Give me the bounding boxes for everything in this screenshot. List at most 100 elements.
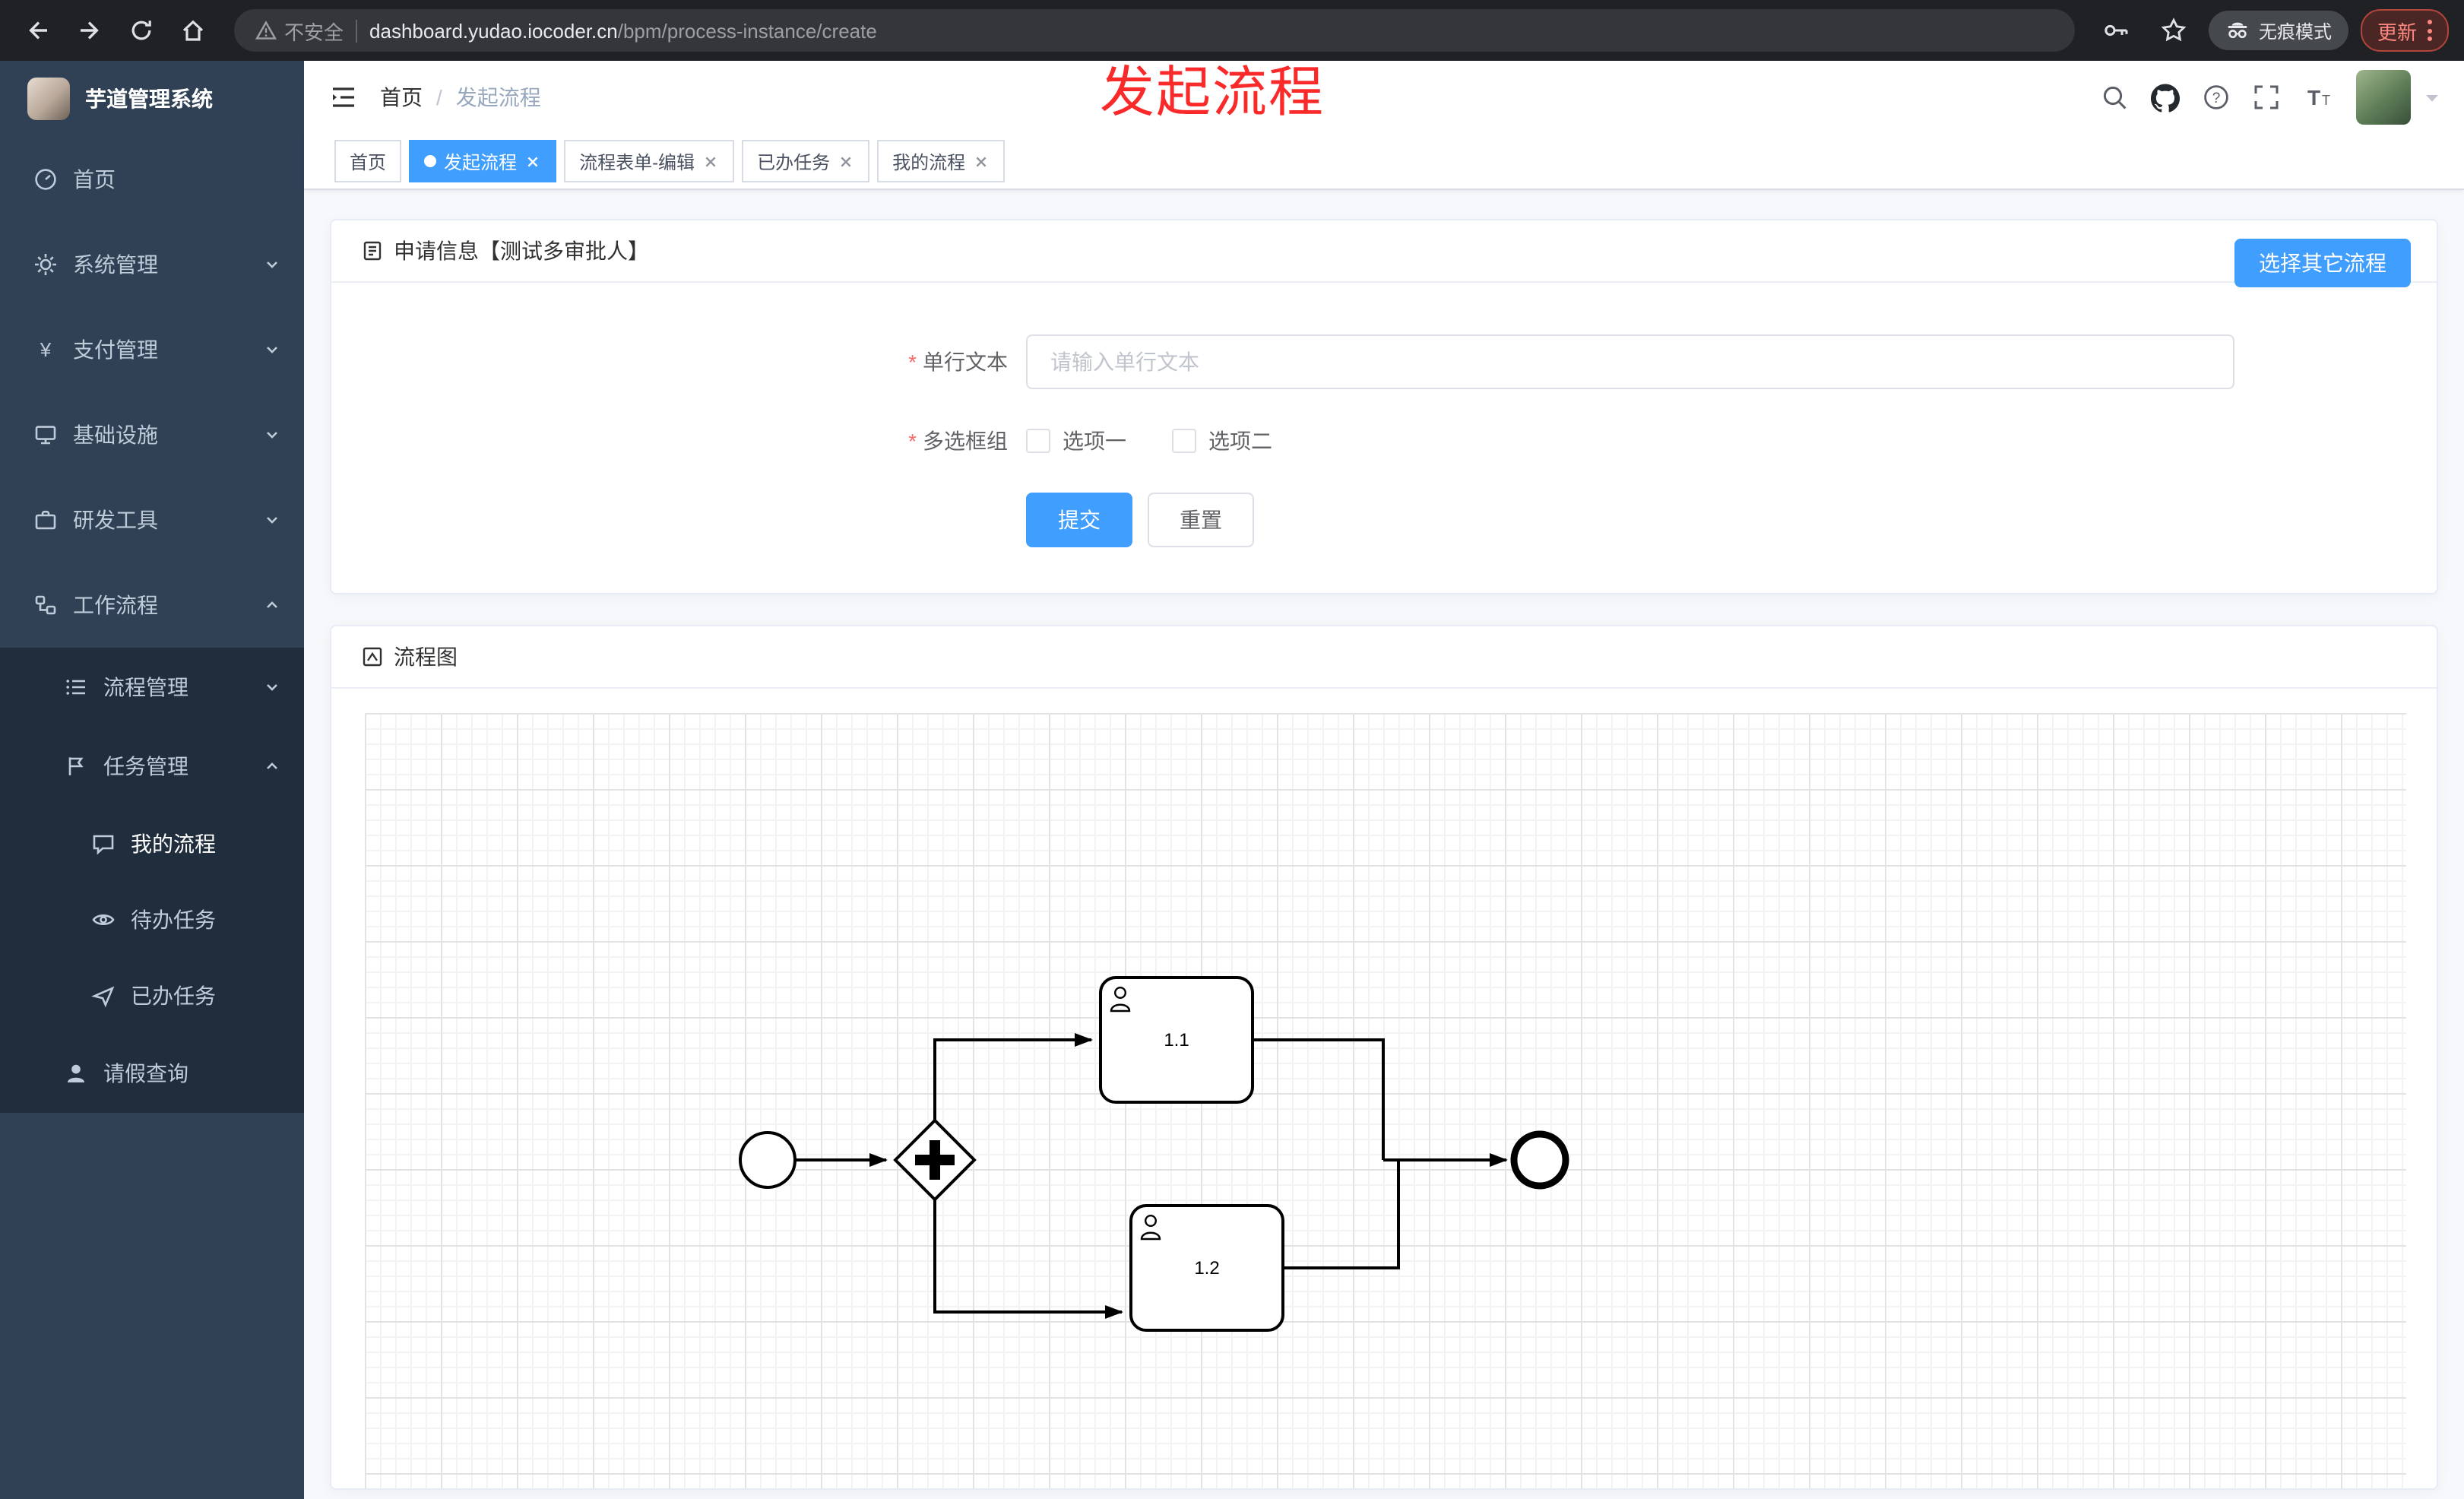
tab-close-icon[interactable] [702,153,719,170]
checkbox-option-1[interactable]: 选项一 [1026,426,1126,456]
svg-text:T: T [2322,93,2330,108]
sidebar-item-dev-tools[interactable]: 研发工具 [0,477,304,563]
security-status[interactable]: 不安全 [255,16,344,45]
sidebar-item-label: 待办任务 [131,908,216,932]
sidebar-item-payment[interactable]: ¥ 支付管理 [0,307,304,392]
sidebar-item-label: 支付管理 [73,338,158,362]
bookmark-star-icon[interactable] [2151,8,2196,53]
fullscreen-icon[interactable] [2253,84,2280,111]
sidebar-item-home[interactable]: 首页 [0,137,304,222]
tab-close-icon[interactable] [973,153,990,170]
chevron-down-icon [264,257,280,272]
update-button[interactable]: 更新 [2360,9,2449,52]
sequence-flow[interactable] [933,1200,1123,1319]
back-icon[interactable] [15,8,61,53]
sidebar-item-label: 已办任务 [131,984,216,1008]
tab-close-icon[interactable] [838,153,854,170]
avatar-caret-icon[interactable] [2424,92,2440,103]
sequence-flow[interactable] [1283,1160,1400,1269]
text-field-label: *单行文本 [908,350,1008,374]
sequence-flow[interactable] [1253,1038,1385,1160]
chevron-down-icon [264,342,280,357]
process-diagram-card: 流程图 [330,625,2438,1490]
tab-label: 首页 [350,151,387,173]
sidebar-item-label: 流程管理 [103,675,188,699]
tab-done-tasks[interactable]: 已办任务 [742,140,870,182]
chevron-down-icon [264,427,280,442]
omnibox-divider [356,19,358,42]
start-event[interactable] [739,1131,797,1189]
end-event[interactable] [1510,1130,1569,1190]
sidebar-item-todo-tasks[interactable]: 待办任务 [0,882,304,958]
sequence-flow[interactable] [933,1033,1093,1120]
github-icon[interactable] [2151,83,2180,112]
browser-menu-icon[interactable] [2428,20,2432,41]
sidebar-item-task-management[interactable]: 任务管理 [0,727,304,806]
sidebar-item-leave-query[interactable]: 请假查询 [0,1034,304,1113]
home-icon[interactable] [170,8,216,53]
tab-label: 流程表单-编辑 [579,151,695,173]
url-text: dashboard.yudao.iocoder.cn/bpm/process-i… [369,19,877,42]
chevron-up-icon [264,597,280,613]
submit-button[interactable]: 提交 [1026,493,1132,547]
sidebar-item-done-tasks[interactable]: 已办任务 [0,958,304,1034]
checkbox-group: 选项一 选项二 [1026,426,1272,456]
parallel-gateway[interactable] [893,1118,977,1202]
single-line-text-input[interactable] [1026,334,2234,389]
user-task-1-2[interactable]: 1.2 [1129,1204,1284,1332]
yen-icon: ¥ [33,338,58,362]
checkbox-option-2[interactable]: 选项二 [1172,426,1272,456]
toolbox-icon [33,508,58,532]
sidebar-item-label: 任务管理 [103,754,188,778]
top-navbar: 首页 / 发起流程 ? [304,61,2464,134]
forward-icon[interactable] [67,8,112,53]
breadcrumb-home[interactable]: 首页 [380,85,423,109]
bpmn-canvas[interactable]: 1.1 1.2 [365,713,2406,1488]
address-bar[interactable]: 不安全 dashboard.yudao.iocoder.cn/bpm/proce… [234,9,2075,52]
sidebar-item-process-management[interactable]: 流程管理 [0,648,304,727]
choose-other-process-button[interactable]: 选择其它流程 [2234,239,2411,287]
user-avatar[interactable] [2356,70,2411,125]
tab-home[interactable]: 首页 [334,140,402,182]
sidebar-item-infrastructure[interactable]: 基础设施 [0,392,304,477]
breadcrumb-current: 发起流程 [455,85,541,109]
sidebar-item-my-process[interactable]: 我的流程 [0,806,304,882]
apply-info-header: 申请信息【测试多审批人】 [331,220,2437,283]
checkbox-icon[interactable] [1172,429,1196,453]
search-icon[interactable] [2101,84,2128,111]
help-icon[interactable]: ? [2203,84,2230,111]
refresh-icon[interactable] [119,8,164,53]
security-label: 不安全 [284,21,344,43]
bpmn-svg: 1.1 1.2 [739,976,1569,1332]
sidebar-item-label: 请假查询 [103,1061,188,1085]
key-icon[interactable] [2093,8,2139,53]
sidebar-item-label: 我的流程 [131,832,216,856]
diagram-header: 流程图 [331,626,2437,689]
sidebar-item-workflow[interactable]: 工作流程 [0,563,304,648]
checkbox-icon[interactable] [1026,429,1050,453]
sidebar-item-system[interactable]: 系统管理 [0,222,304,307]
diagram-icon [362,646,383,667]
sidebar-item-label: 首页 [73,167,116,192]
checkbox-option-label: 选项二 [1208,429,1272,453]
apply-form: *单行文本 *多选框组 选项一 [331,283,2437,593]
user-task-icon [1140,1215,1161,1241]
chevron-up-icon [264,759,280,774]
tab-label: 发起流程 [444,151,518,173]
reset-button[interactable]: 重置 [1148,493,1254,547]
svg-text:¥: ¥ [40,338,52,361]
sidebar-toggle-icon[interactable] [328,82,359,113]
tab-close-icon[interactable] [524,153,541,170]
diagram-title: 流程图 [394,645,458,669]
user-task-1-1[interactable]: 1.1 [1099,976,1254,1104]
svg-text:?: ? [2212,90,2221,106]
tab-initiate-process[interactable]: 发起流程 [409,140,557,182]
logo[interactable]: 芋道管理系统 [0,61,304,137]
workflow-icon [33,593,58,617]
tab-my-process[interactable]: 我的流程 [877,140,1006,182]
tab-process-form-edit[interactable]: 流程表单-编辑 [564,140,735,182]
logo-avatar [27,78,70,120]
